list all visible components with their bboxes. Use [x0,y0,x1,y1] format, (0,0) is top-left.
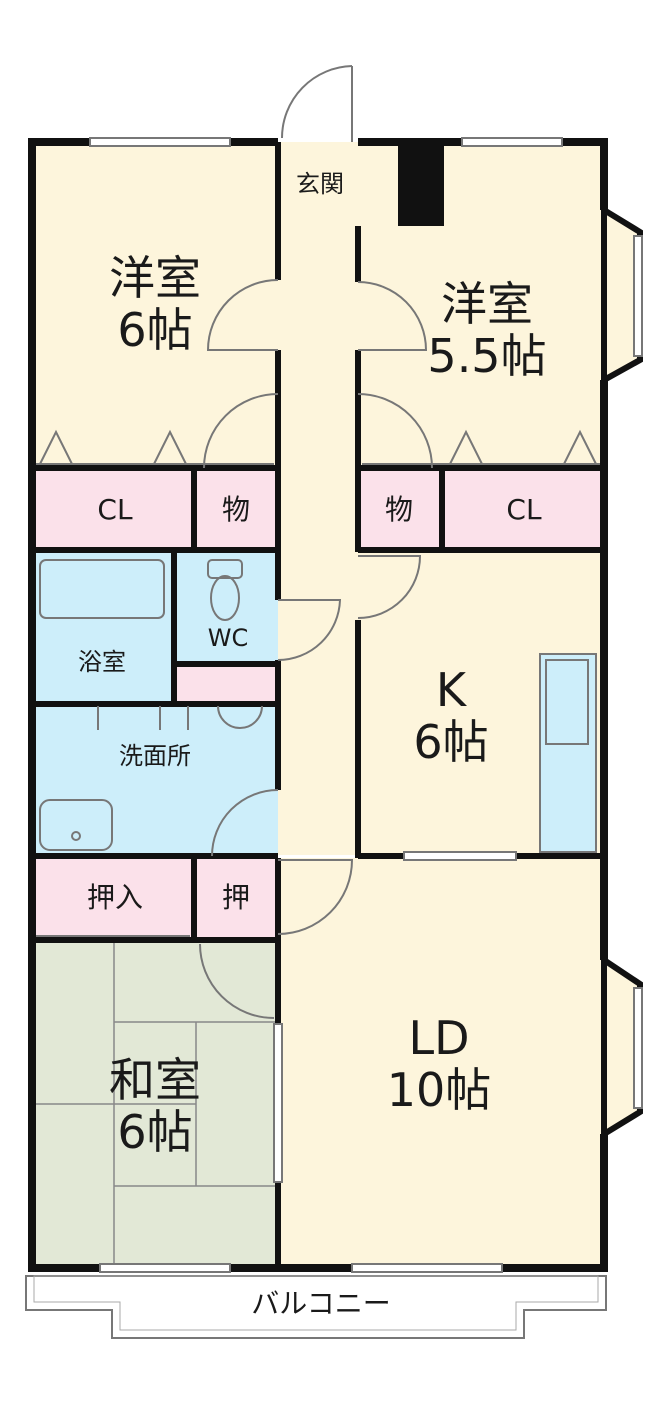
room-western-nw [32,142,278,470]
label-entrance: 玄関 [296,170,344,198]
label-western-ne: 洋室 5.5帖 [427,277,547,383]
bay-window-sw [601,954,643,1140]
label-washroom: 洗面所 [119,742,191,770]
windows [89,137,643,1273]
label-oshi: 押 [221,881,250,914]
bathtub [39,559,165,619]
door-swings [199,279,433,1019]
label-western-nw: 洋室 6帖 [109,251,201,357]
label-oshiire: 押入 [86,881,143,914]
sink [545,659,589,745]
closet-left [32,470,192,548]
label-bath: 浴室 [78,648,126,676]
label-washitsu: 和室 6帖 [109,1053,201,1159]
closet-marks [36,429,600,465]
balcony-outline [25,1275,607,1339]
label-kitchen: K 6帖 [413,663,489,769]
oshiire-left [32,858,192,938]
label-wc: WC [207,624,249,652]
fixtures [36,559,263,937]
washbasin [39,799,113,851]
wc-storage [176,666,278,702]
toilet-bowl [210,575,240,621]
label-balcony: バルコニー [251,1287,391,1320]
label-ld: LD 10帖 [386,1011,492,1117]
entrance-door [281,65,353,142]
storage-right [358,470,440,548]
label-mono-right: 物 [384,493,413,526]
balcony-inner [33,1275,599,1331]
pillar [398,142,444,226]
room-wc [176,552,278,662]
storage-left [196,470,278,548]
closet-right [444,470,604,548]
bay-window-ne [601,204,643,386]
oshi-right [196,858,278,938]
label-cl-left: CL [97,493,133,526]
tatami-lines [32,942,278,1268]
toilet-tank [207,559,243,579]
label-cl-right: CL [506,493,542,526]
label-mono-left: 物 [221,493,250,526]
room-ld [278,858,604,1268]
corridor [278,225,358,855]
room-washitsu [32,942,278,1268]
room-entrance [278,142,358,226]
